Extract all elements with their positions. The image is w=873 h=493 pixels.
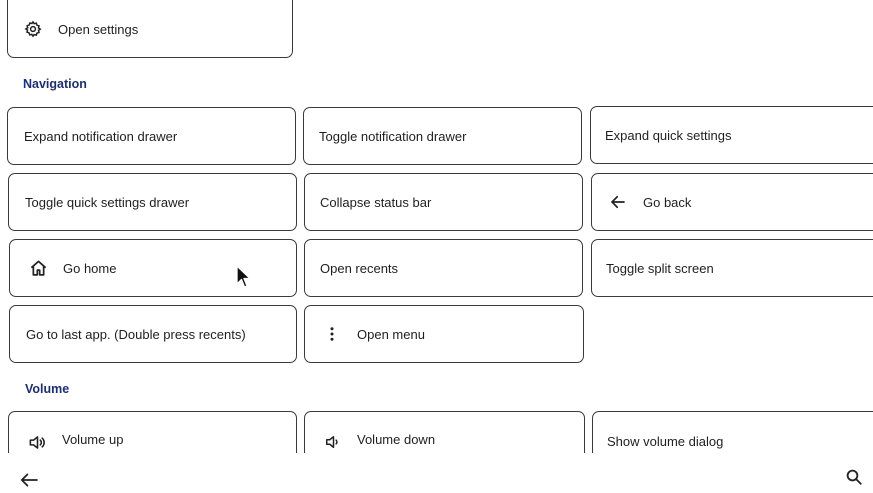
button-label: Toggle split screen	[606, 260, 714, 276]
arrow-left-icon	[608, 192, 628, 212]
collapse-status-bar-button[interactable]: Collapse status bar	[304, 173, 583, 231]
go-home-button[interactable]: Go home	[9, 239, 297, 297]
button-label: Expand notification drawer	[24, 128, 178, 144]
button-label: Toggle quick settings drawer	[25, 194, 190, 210]
gear-icon	[23, 19, 43, 39]
navigation-heading: Navigation	[23, 77, 87, 91]
volume-down-icon	[322, 432, 342, 452]
button-label: Toggle notification drawer	[319, 128, 467, 144]
home-icon	[28, 258, 48, 278]
button-label: Collapse status bar	[320, 194, 432, 210]
more-vertical-icon	[322, 324, 342, 344]
open-recents-button[interactable]: Open recents	[304, 239, 583, 297]
button-label: Volume up	[62, 432, 124, 447]
button-label: Go to last app. (Double press recents)	[26, 326, 246, 342]
button-label: Open menu	[357, 326, 425, 342]
button-label: Open recents	[320, 260, 399, 276]
toggle-quick-settings-drawer-button[interactable]: Toggle quick settings drawer	[8, 173, 297, 231]
go-to-last-app-button[interactable]: Go to last app. (Double press recents)	[9, 305, 297, 363]
button-label: Show volume dialog	[607, 434, 724, 449]
toggle-split-screen-button[interactable]: Toggle split screen	[591, 239, 873, 297]
volume-heading: Volume	[25, 382, 70, 396]
button-label: Volume down	[357, 432, 436, 447]
button-label: Go home	[63, 260, 117, 276]
go-back-button[interactable]: Go back	[591, 173, 873, 231]
expand-quick-settings-button[interactable]: Expand quick settings	[590, 106, 873, 164]
volume-up-icon	[27, 432, 47, 452]
open-settings-button[interactable]: Open settings	[7, 0, 293, 58]
toggle-notification-drawer-button[interactable]: Toggle notification drawer	[303, 107, 582, 165]
button-label: Expand quick settings	[605, 127, 732, 143]
search-icon[interactable]	[845, 468, 863, 486]
expand-notification-drawer-button[interactable]: Expand notification drawer	[7, 107, 296, 165]
mouse-cursor	[236, 265, 252, 289]
open-settings-label: Open settings	[58, 21, 139, 37]
back-arrow-icon[interactable]	[19, 472, 39, 488]
bottom-toolbar	[0, 453, 873, 487]
button-label: Go back	[643, 194, 692, 210]
open-menu-button[interactable]: Open menu	[304, 305, 584, 363]
